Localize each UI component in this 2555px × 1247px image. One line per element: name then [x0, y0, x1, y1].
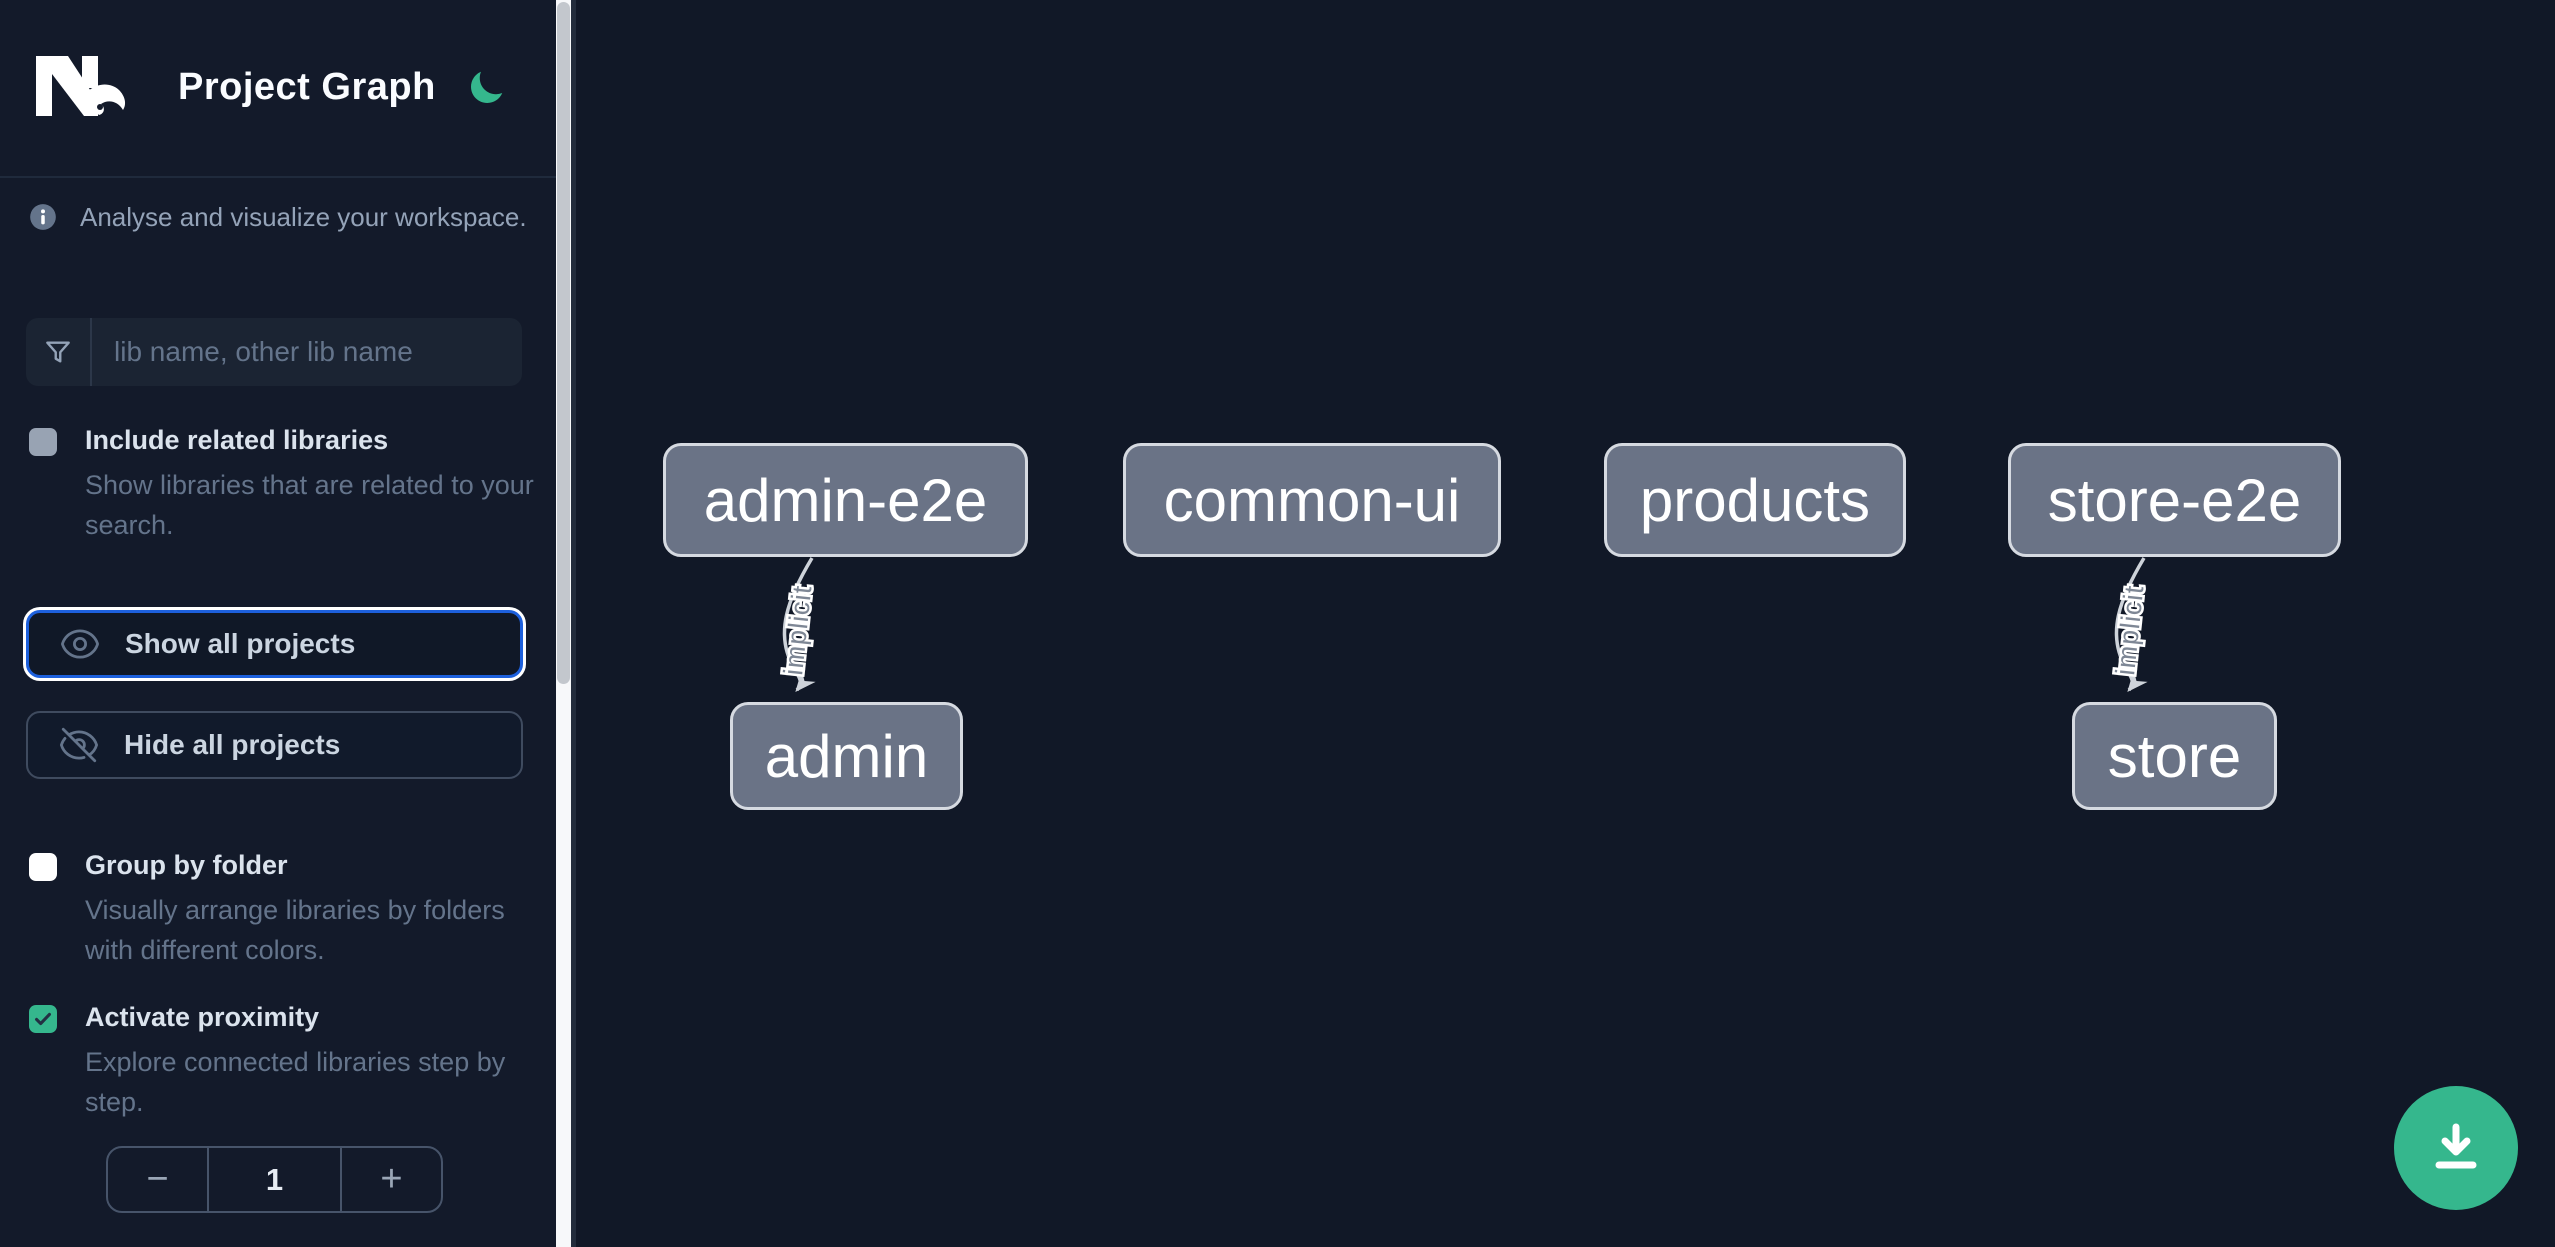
- info-icon: [30, 204, 56, 230]
- sidebar-header: Project Graph: [0, 0, 556, 178]
- option-label: Activate proximity: [85, 1002, 320, 1032]
- dark-mode-moon-icon[interactable]: [466, 68, 506, 108]
- option-description: Explore connected libraries step by step…: [85, 1047, 506, 1117]
- option-include-related: Include related libraries Show libraries…: [29, 425, 534, 545]
- panel-splitter[interactable]: [571, 0, 576, 1247]
- graph-node-admin[interactable]: admin: [730, 702, 963, 810]
- option-description: Show libraries that are related to your …: [85, 470, 534, 540]
- option-label: Group by folder: [85, 850, 288, 880]
- option-label: Include related libraries: [85, 425, 389, 455]
- graph-node-common-ui[interactable]: common-ui: [1123, 443, 1501, 557]
- include-related-checkbox[interactable]: [29, 428, 57, 456]
- nx-logo-icon: [36, 56, 126, 116]
- edge-store-e2e-to-store[interactable]: [2114, 557, 2148, 692]
- funnel-icon: [46, 341, 70, 363]
- workspace-tagline: Analyse and visualize your workspace.: [80, 202, 527, 232]
- search-input[interactable]: [92, 318, 522, 386]
- edge-admin-e2e-to-admin[interactable]: [782, 557, 816, 692]
- edge-label-implicit: implicit: [2110, 583, 2149, 676]
- page-title: Project Graph: [178, 66, 436, 108]
- sidebar-scrollbar-thumb[interactable]: [557, 2, 570, 684]
- funnel-icon-cell: [26, 318, 92, 386]
- proximity-depth-stepper: − 1 +: [106, 1146, 443, 1213]
- hide-all-projects-button[interactable]: Hide all projects: [26, 711, 523, 779]
- proximity-depth-value: 1: [207, 1148, 342, 1211]
- edge-label-implicit: implicit: [778, 583, 817, 676]
- graph-node-products[interactable]: products: [1604, 443, 1906, 557]
- graph-node-admin-e2e[interactable]: admin-e2e: [663, 443, 1028, 557]
- hide-all-projects-label: Hide all projects: [124, 729, 341, 760]
- option-activate-proximity: Activate proximity Explore connected lib…: [29, 1002, 529, 1122]
- download-icon: [2435, 1123, 2477, 1169]
- graph-node-store-e2e[interactable]: store-e2e: [2008, 443, 2341, 557]
- proximity-increment-button[interactable]: +: [342, 1148, 441, 1211]
- download-graph-button[interactable]: [2394, 1086, 2518, 1210]
- group-by-folder-checkbox[interactable]: [29, 853, 57, 881]
- proximity-decrement-button[interactable]: −: [108, 1148, 207, 1211]
- option-group-by-folder: Group by folder Visually arrange librari…: [29, 850, 529, 970]
- show-all-projects-label: Show all projects: [125, 628, 356, 659]
- sidebar: Project Graph Analyse and visualize your…: [0, 0, 556, 1247]
- graph-canvas[interactable]: implicit implicit admin-e2e common-ui pr…: [576, 0, 2555, 1247]
- sidebar-scrollbar-track[interactable]: [556, 0, 571, 1247]
- filter-search: [26, 318, 522, 386]
- eye-icon: [61, 629, 99, 659]
- activate-proximity-checkbox[interactable]: [29, 1005, 57, 1033]
- graph-edges-layer: implicit implicit: [776, 557, 2152, 692]
- option-description: Visually arrange libraries by folders wi…: [85, 895, 505, 965]
- show-all-projects-button[interactable]: Show all projects: [26, 610, 523, 678]
- checkmark-icon: [35, 1012, 51, 1026]
- graph-node-store[interactable]: store: [2072, 702, 2277, 810]
- workspace-tagline-row: Analyse and visualize your workspace.: [29, 202, 527, 233]
- eye-slash-icon: [59, 727, 99, 763]
